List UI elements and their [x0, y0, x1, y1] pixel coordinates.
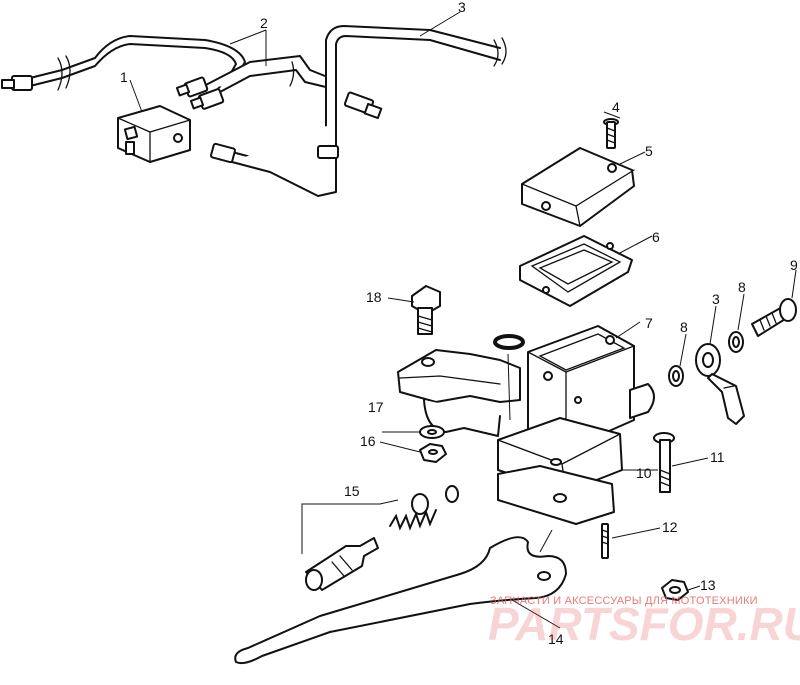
- callout-11: 11: [710, 449, 725, 465]
- callout-16: 16: [360, 433, 376, 449]
- junction-block: [117, 105, 191, 163]
- callout-10: 10: [636, 465, 652, 481]
- callout-3: 3: [712, 291, 720, 307]
- watermark-brand: PARTSFOR.RU: [488, 598, 800, 650]
- o-ring: [493, 334, 525, 350]
- callout-15: 15: [344, 483, 360, 499]
- watermark-tagline: ЗАПЧАСТИ И АКСЕССУАРЫ ДЛЯ МОТОТЕХНИКИ: [490, 595, 758, 607]
- piston-kit: [305, 485, 459, 591]
- callout-17: 17: [368, 399, 384, 415]
- leader-lines: [129, 11, 797, 629]
- lever-adjust-screw: [601, 523, 609, 559]
- watermark: ЗАПЧАСТИ И АКСЕССУАРЫ ДЛЯ МОТОТЕХНИКИ PA…: [488, 595, 800, 650]
- banjo-bolt: [751, 298, 797, 337]
- brake-line-center: [175, 55, 331, 110]
- callout-3: 3: [458, 0, 466, 15]
- reservoir-diaphragm: [519, 235, 633, 307]
- callout-5: 5: [645, 143, 653, 159]
- callout-14: 14: [548, 631, 564, 647]
- callout-1: 1: [120, 69, 128, 85]
- callout-2: 2: [260, 15, 268, 31]
- callout-18: 18: [366, 289, 382, 305]
- clamp-washer: [419, 425, 445, 439]
- brake-lever: [234, 536, 567, 665]
- banjo-washer-inner: [668, 365, 684, 387]
- banjo-fitting: [695, 343, 745, 425]
- clamp-nut: [419, 443, 447, 463]
- brake-line-left: [1, 35, 246, 93]
- reservoir-cover-screw: [603, 118, 619, 149]
- lever-pivot-bolt: [653, 432, 675, 493]
- callout-4: 4: [612, 99, 620, 115]
- callout-13: 13: [700, 577, 716, 593]
- callout-12: 12: [662, 519, 678, 535]
- pivot-nut: [661, 579, 689, 601]
- clamp-bolt: [411, 285, 441, 335]
- master-cylinder-body: [397, 325, 655, 525]
- callout-9: 9: [790, 257, 798, 273]
- banjo-washer-outer: [728, 331, 744, 353]
- callout-6: 6: [652, 229, 660, 245]
- callout-8: 8: [738, 279, 746, 295]
- callout-labels: 1 2 3 3 4 5 6 7 8 8 9 10 11 12 13 14 15 …: [120, 0, 798, 647]
- callout-7: 7: [645, 315, 653, 331]
- brake-line-right: [210, 25, 507, 197]
- callout-8: 8: [680, 319, 688, 335]
- reservoir-cover: [521, 147, 635, 227]
